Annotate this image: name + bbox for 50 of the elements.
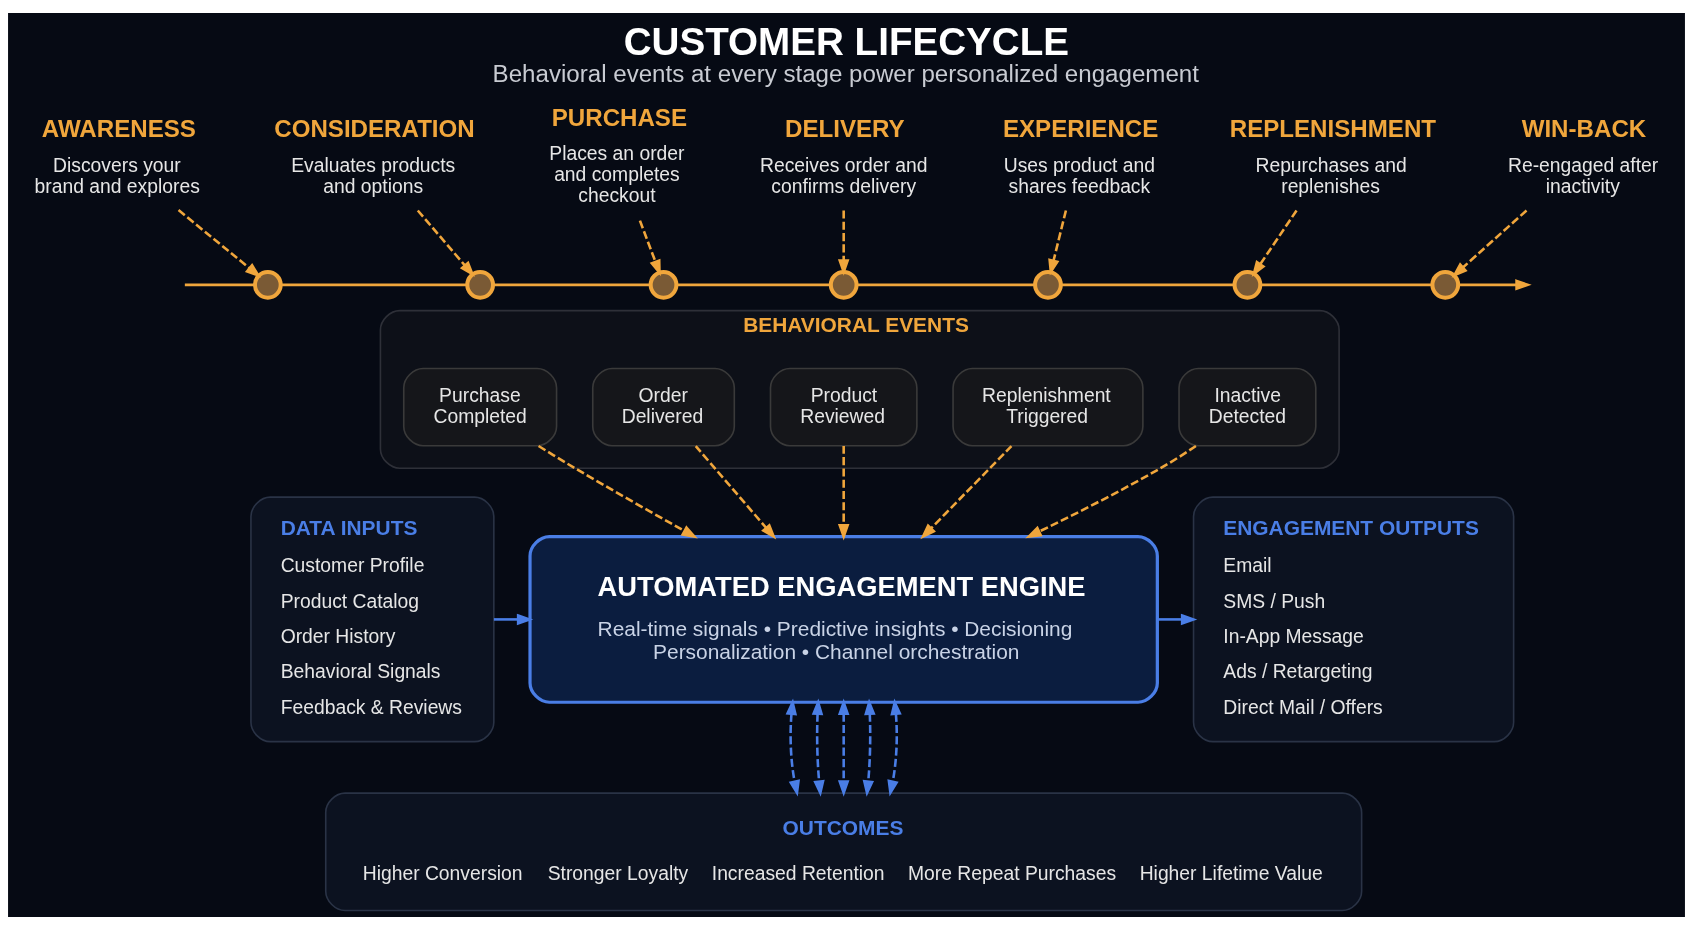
arrow: [1157, 613, 1198, 625]
arrow: [920, 444, 1013, 539]
node-circle: [252, 269, 283, 300]
node-text: AWARENESS Discovers your brand and explores: [34, 114, 200, 197]
node-circle: [465, 269, 496, 300]
node-box: Order Delivered: [591, 367, 736, 446]
arrow: [1251, 209, 1298, 277]
arrow: [1025, 444, 1197, 538]
arrow: [862, 698, 876, 797]
connector: [1260, 283, 1433, 286]
node-circle: [1033, 269, 1063, 300]
arrow: [694, 444, 777, 539]
arrow: [416, 209, 475, 277]
node-circle: [828, 269, 859, 300]
arrow: [493, 613, 534, 625]
node-circle: [1232, 269, 1263, 300]
node-text: DELIVERY Receives order and confirms delivery: [760, 114, 928, 197]
arrow: [537, 444, 698, 538]
connector: [184, 283, 255, 286]
arrow: [1048, 209, 1068, 276]
arrow: [1458, 278, 1532, 291]
connector: [1061, 283, 1235, 286]
node-box: OUTCOMES Higher Conversion Stronger Loyalty Increased Retention More Repeat Purchases Higher Lifetime Value: [324, 791, 1363, 911]
connector: [676, 283, 831, 286]
connector: [493, 283, 651, 286]
connector: [281, 283, 467, 286]
node-circle: [1430, 269, 1461, 300]
arrow: [811, 698, 825, 797]
node-box: Purchase Completed: [402, 367, 558, 446]
node-box: AUTOMATED ENGAGEMENT ENGINE Real-time signals • Predictive insights • Decisioning Personalization • Channel orchestration: [528, 534, 1159, 704]
node-text: PURCHASE Places an order and completes checkout: [549, 103, 688, 206]
arrow: [177, 208, 262, 278]
arrow: [638, 219, 661, 276]
arrow: [1451, 209, 1528, 278]
node-box: Replenishment Triggered: [952, 367, 1144, 446]
arrow: [837, 698, 850, 797]
arrow: [785, 698, 800, 797]
node-circle: [648, 269, 679, 300]
arrow: [837, 209, 850, 276]
node-box: DATA INPUTS Customer Profile Product Catalog Order History Behavioral Signals Feedback & Reviews: [250, 495, 495, 742]
connector: [857, 283, 1035, 286]
node-text: WIN-BACK Re-engaged after inactivity: [1508, 114, 1659, 197]
node-box: Inactive Detected: [1178, 367, 1317, 446]
node-box: ENGAGEMENT OUTPUTS Email SMS / Push In-App Message Ads / Retargeting Direct Mail / Offers: [1192, 495, 1515, 742]
arrow: [837, 445, 850, 540]
node-box: Product Reviewed: [769, 367, 918, 446]
node-text: REPLENISHMENT Repurchases and replenishes: [1229, 114, 1437, 197]
arrow: [887, 698, 902, 797]
node-text: EXPERIENCE Uses product and shares feedback: [1002, 114, 1159, 197]
node-text: CONSIDERATION Evaluates products and options: [274, 114, 475, 197]
